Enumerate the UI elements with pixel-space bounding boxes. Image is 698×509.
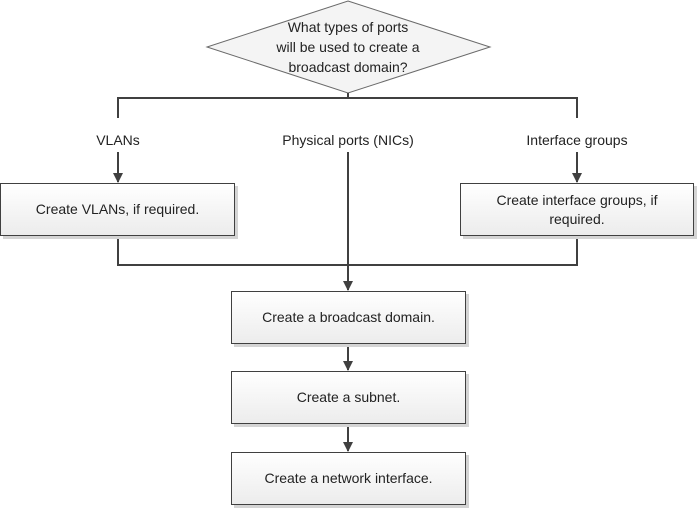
branch-label-vlans: VLANs: [96, 132, 140, 148]
step-create-vlans: Create VLANs, if required.: [0, 183, 235, 236]
decision-question-line: broadcast domain?: [288, 59, 408, 75]
branch-label-physical-ports: Physical ports (NICs): [258, 132, 438, 148]
decision-question-line: will be used to create a: [276, 39, 420, 55]
decision-question: What types of ports will be used to crea…: [248, 17, 448, 77]
branch-label-interface-groups: Interface groups: [526, 132, 628, 148]
step-create-broadcast-domain: Create a broadcast domain.: [231, 291, 466, 344]
connector-merge: [117, 236, 578, 266]
step-create-subnet: Create a subnet.: [231, 371, 466, 424]
connector-split-horizontal: [117, 97, 578, 118]
decision-question-line: What types of ports: [287, 19, 409, 35]
step-create-interface-groups: Create interface groups, if required.: [460, 183, 694, 236]
step-create-network-interface: Create a network interface.: [231, 452, 466, 505]
